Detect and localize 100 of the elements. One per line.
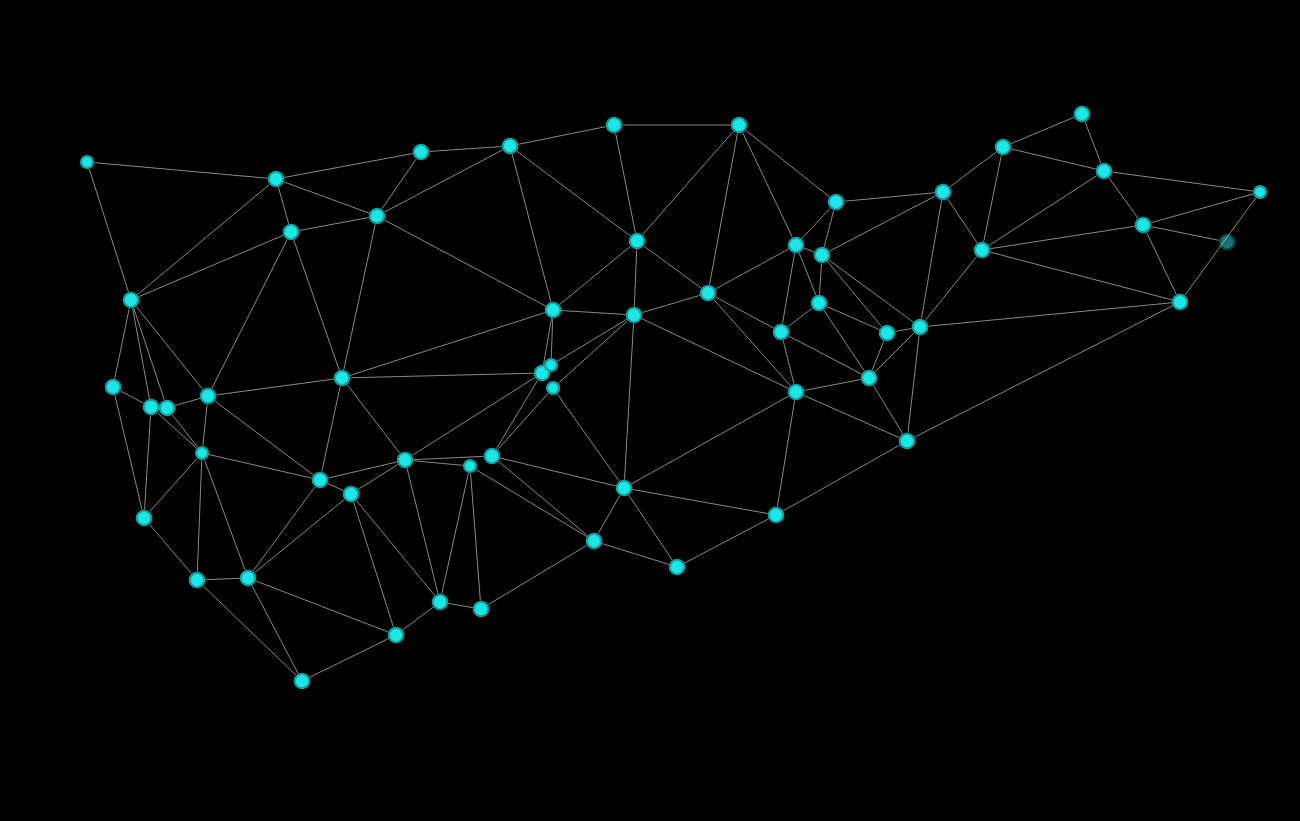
- connector-line: [214, 400, 314, 476]
- connector-line: [715, 296, 774, 329]
- network-dot: [605, 116, 623, 134]
- connector-line: [144, 415, 151, 510]
- connector-line: [413, 460, 464, 466]
- connector-line: [632, 489, 769, 514]
- connector-line: [93, 162, 268, 179]
- connector-line: [783, 444, 900, 512]
- connector-line: [1150, 226, 1220, 241]
- network-dot: [934, 183, 952, 201]
- connector-line: [517, 126, 607, 145]
- network-dot: [813, 246, 831, 264]
- network-dot: [483, 447, 501, 465]
- connector-line: [628, 494, 673, 561]
- network-dot: [1218, 233, 1236, 251]
- connector-line: [156, 412, 197, 449]
- connector-line: [511, 153, 552, 303]
- network-dot: [699, 284, 717, 302]
- connector-line: [498, 461, 588, 536]
- network-dot: [333, 369, 351, 387]
- connector-line: [137, 184, 270, 295]
- connector-line: [429, 146, 502, 152]
- connector-line: [204, 459, 246, 571]
- connector-line: [615, 132, 636, 234]
- connector-line: [321, 385, 341, 473]
- connector-line: [149, 524, 192, 574]
- connector-line: [470, 472, 481, 601]
- connector-line: [350, 372, 534, 379]
- network-dot: [615, 479, 633, 497]
- connector-line: [132, 307, 150, 400]
- connector-line: [283, 153, 414, 178]
- connector-line: [643, 245, 702, 289]
- network-dot: [188, 571, 206, 589]
- connector-line: [171, 414, 198, 448]
- network-dot: [396, 451, 414, 469]
- connector-line: [983, 154, 1002, 243]
- connector-line: [947, 198, 978, 244]
- network-dot: [368, 207, 386, 225]
- network-dot: [1171, 293, 1189, 311]
- connector-line: [133, 307, 165, 401]
- connector-line: [823, 209, 835, 248]
- connector-line: [624, 323, 634, 480]
- connector-line: [120, 390, 144, 404]
- connector-line: [384, 149, 503, 213]
- connector-line: [343, 223, 376, 371]
- connector-line: [715, 248, 789, 290]
- network-dot: [142, 398, 160, 416]
- connector-line: [907, 335, 920, 433]
- connector-line: [138, 234, 284, 298]
- network-dot: [898, 432, 916, 450]
- network-dot: [827, 193, 845, 211]
- connector-line: [829, 195, 936, 252]
- connector-line: [309, 638, 389, 678]
- connector-line: [277, 186, 290, 225]
- connector-line: [349, 312, 546, 376]
- connector-line: [601, 543, 670, 565]
- connector-line: [1084, 121, 1102, 164]
- connector-line: [499, 457, 617, 487]
- connector-line: [174, 398, 201, 406]
- network-dot: [282, 223, 300, 241]
- connector-line: [641, 295, 701, 313]
- network-dot: [772, 323, 790, 341]
- connector-line: [496, 379, 538, 450]
- connector-line: [597, 495, 621, 534]
- connector-line: [782, 339, 795, 385]
- connector-line: [283, 181, 370, 214]
- connector-line: [497, 393, 549, 451]
- connector-line: [827, 261, 882, 327]
- network-dot: [1095, 162, 1113, 180]
- connector-line: [788, 335, 862, 375]
- network-dot: [501, 137, 519, 155]
- network-dot: [973, 241, 991, 259]
- connector-line: [631, 395, 789, 485]
- connector-line: [114, 394, 143, 511]
- network-dot: [431, 593, 449, 611]
- connector-line: [873, 384, 903, 435]
- network-dot: [860, 369, 878, 387]
- connector-line: [803, 379, 862, 391]
- connector-line: [634, 249, 637, 307]
- connector-line: [924, 256, 978, 321]
- network-dot: [472, 600, 490, 618]
- network-dot: [544, 358, 558, 372]
- connector-line: [556, 393, 620, 482]
- connector-line: [801, 207, 831, 240]
- connector-line: [777, 400, 795, 507]
- network-dot: [1134, 216, 1152, 234]
- network-dot: [195, 446, 209, 460]
- connector-line: [487, 545, 588, 605]
- network-dot: [122, 291, 140, 309]
- connector-line: [921, 200, 942, 320]
- connector-line: [149, 458, 198, 513]
- network-dot: [311, 471, 329, 489]
- connector-line: [556, 319, 628, 362]
- connector-line: [745, 129, 830, 198]
- connector-line: [357, 464, 399, 490]
- connector-line: [208, 454, 313, 479]
- connector-line: [346, 384, 401, 454]
- connector-line: [561, 310, 626, 315]
- connector-line: [949, 151, 997, 188]
- connector-line: [114, 307, 130, 380]
